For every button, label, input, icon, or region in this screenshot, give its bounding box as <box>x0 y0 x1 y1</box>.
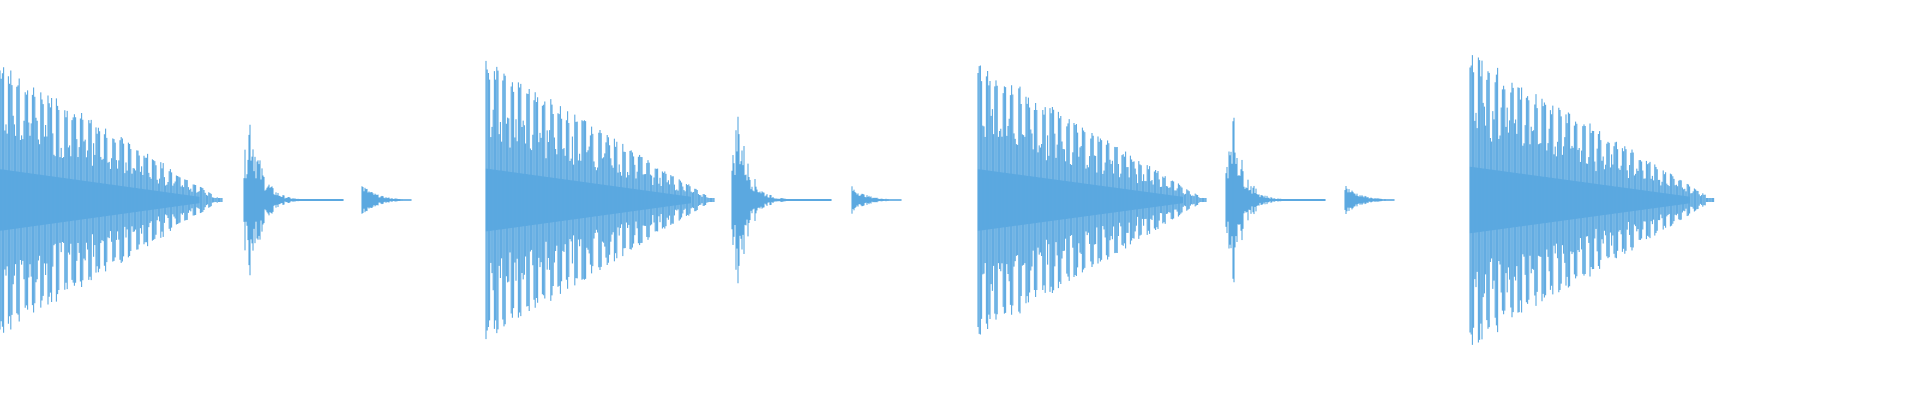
waveform-bars <box>0 55 1715 345</box>
